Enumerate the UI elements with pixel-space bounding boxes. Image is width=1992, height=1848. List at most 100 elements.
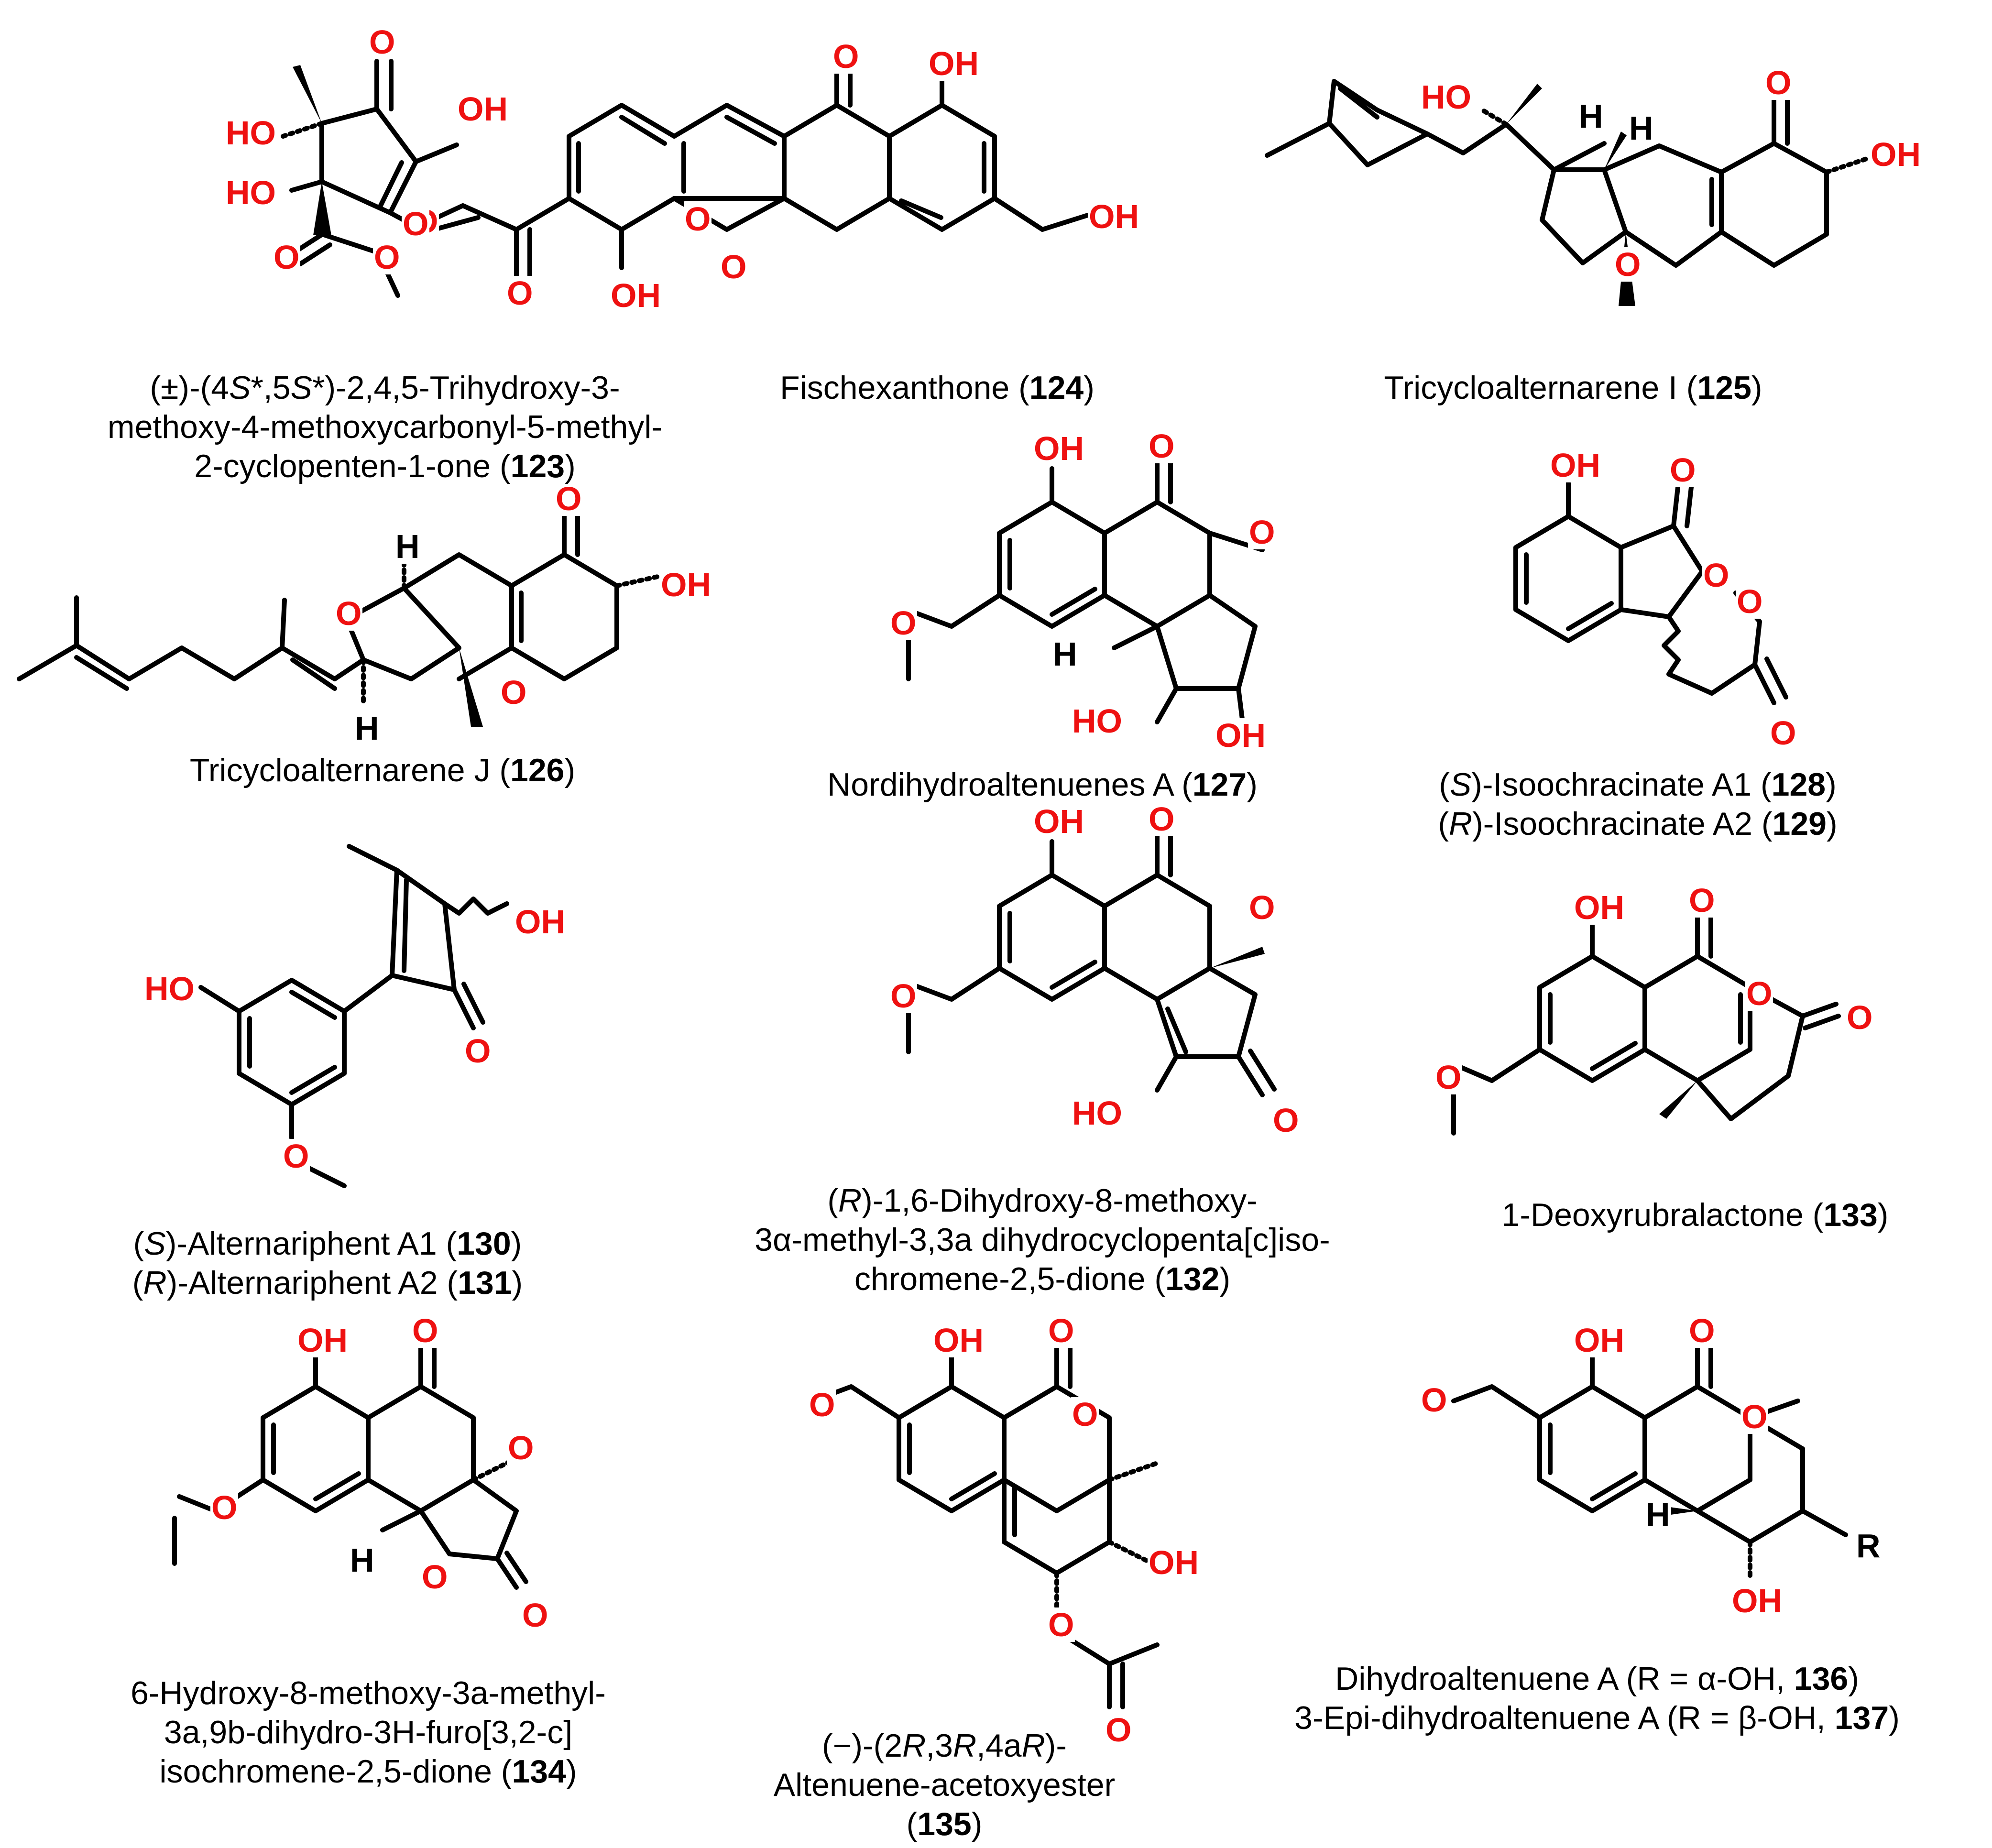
hydroxyl-label: OH [514,903,566,940]
hydroxyl-label: HO [225,114,277,152]
caption-124: Fischexanthone (124) [698,368,1176,407]
oxygen-atom-label: O [1420,1381,1448,1419]
oxygen-atom-label: O [1614,246,1642,283]
oxygen-atom-label: O [1764,64,1793,101]
hydroxyl-label: OH [610,277,662,314]
oxygen-atom-label: O [282,1137,310,1175]
structure-135 [810,1341,1160,1709]
oxygen-atom-label: O [500,674,528,711]
oxygen-atom-label: O [1272,1102,1300,1139]
oxygen-atom-label: O [1769,714,1797,752]
hydroxyl-label: OH [1731,1582,1783,1619]
hydroxyl-label: HO [143,970,196,1007]
oxygen-atom-label: O [720,248,748,285]
caption-line: Altenuene-acetoxyester [773,1767,1116,1803]
hydroxyl-label: OH [1549,447,1601,484]
caption-line: 1-Deoxyrubralactone (133) [1501,1197,1889,1233]
oxygen-atom-label: O [411,1312,439,1349]
oxygen-atom-label: O [521,1596,549,1634]
hydrogen-atom-label: H [1645,1496,1671,1533]
caption-line: Tricycloalternarene I (125) [1384,370,1762,406]
caption-135: (−)-(2R,3R,4aR)-Altenuene-acetoxyester(1… [669,1726,1219,1844]
oxygen-atom-label: O [889,977,918,1015]
hydrogen-atom-label: H [1052,635,1078,673]
caption-134: 6-Hydroxy-8-methoxy-3a-methyl-3a,9b-dihy… [53,1673,684,1791]
structure-128 [1513,481,1788,705]
oxygen-atom-label: O [368,23,396,61]
caption-line: 6-Hydroxy-8-methoxy-3a-methyl- [131,1675,606,1711]
oxygen-atom-label: O [808,1386,836,1423]
caption-125: Tricycloalternarene I (125) [1310,368,1836,407]
hydrogen-atom-label: H [354,710,380,747]
caption-123: (±)-(4S*,5S*)-2,4,5-Trihydroxy-3-methoxy… [67,368,703,486]
oxygen-atom-label: O [832,38,860,75]
caption-line: 3α-methyl-3,3a dihydrocyclopenta[c]iso- [755,1222,1330,1258]
oxygen-atom-label: O [210,1489,239,1526]
caption-line: (±)-(4S*,5S*)-2,4,5-Trihydroxy-3- [150,370,620,406]
oxygen-atom-label: O [1148,800,1176,838]
oxygen-atom-label: O [684,200,712,238]
oxygen-atom-label: O [507,1429,535,1466]
caption-127: Nordihydroaltenuenes A (127) [755,765,1329,804]
oxygen-atom-label: O [1148,427,1176,465]
oxygen-atom-label: O [1846,999,1874,1036]
caption-126: Tricycloalternarene J (126) [143,751,622,790]
oxygen-atom-label: O [1669,451,1697,489]
oxygen-atom-label: O [889,604,918,642]
oxygen-atom-label: O [1047,1312,1075,1349]
structure-127 [906,457,1265,729]
hydroxyl-label: OH [1870,136,1922,173]
oxygen-atom-label: O [1740,1398,1769,1435]
caption-line: (R)-Isoochracinate A2 (129) [1438,806,1838,842]
oxygen-atom-label: O [1047,1606,1075,1643]
caption-130-131: (S)-Alternariphent A1 (130)(R)-Alternari… [53,1224,602,1302]
hydroxyl-label: HO [1071,1094,1123,1132]
caption-line: Dihydroaltenuene A (R = α-OH, 136) [1335,1661,1859,1697]
caption-line: 3a,9b-dihydro-3H-furo[3,2-c] [164,1714,573,1750]
r-group-label: R [1855,1527,1882,1564]
oxygen-atom-label: O [1071,1396,1099,1433]
hydrogen-atom-label: H [394,528,421,565]
oxygen-atom-label: O [1736,583,1764,620]
structure-125 [1265,79,1872,306]
hydroxyl-label: OH [1148,1544,1200,1581]
hydrogen-atom-label: H [1578,98,1604,135]
oxygen-atom-label: O [555,480,583,517]
structure-124 [409,69,1090,289]
oxygen-atom-label: O [402,205,430,242]
caption-line: Fischexanthone (124) [780,370,1095,406]
caption-line: chromene-2,5-dione (132) [854,1261,1231,1297]
caption-128-129: (S)-Isoochracinate A1 (128)(R)-Isoochrac… [1363,765,1913,843]
oxygen-atom-label: O [1248,889,1276,926]
oxygen-atom-label: O [335,595,363,632]
oxygen-atom-label: O [1745,975,1773,1012]
caption-line: methoxy-4-methoxycarbonyl-5-methyl- [107,409,663,445]
oxygen-atom-label: O [506,274,534,312]
hydroxyl-label: OH [1033,803,1085,840]
hydroxyl-label: OH [457,90,509,128]
hydroxyl-label: OH [1088,198,1140,235]
oxygen-atom-label: O [1688,1312,1716,1349]
hydroxyl-label: OH [296,1322,349,1359]
hydroxyl-label: HO [1071,702,1123,740]
hydrogen-atom-label: H [1628,109,1654,147]
hydroxyl-label: OH [928,45,980,82]
oxygen-atom-label: O [1105,1711,1133,1749]
structure-132 [906,830,1277,1097]
oxygen-atom-label: O [273,239,301,276]
hydroxyl-label: OH [1573,1322,1625,1359]
hydroxyl-label: OH [1033,430,1085,467]
hydroxyl-label: HO [1420,78,1472,116]
structure-133 [1451,911,1841,1136]
hydroxyl-label: OH [1215,717,1267,754]
oxygen-atom-label: O [1688,882,1716,919]
caption-line: (R)-Alternariphent A2 (131) [132,1265,523,1301]
caption-line: Tricycloalternarene J (126) [189,752,576,788]
oxygen-atom-label: O [1248,514,1276,551]
oxygen-atom-label: O [1702,557,1730,594]
hydrogen-atom-label: H [349,1542,375,1579]
caption-line: 2-cyclopenten-1-one (123) [194,448,576,484]
oxygen-atom-label: O [1434,1059,1463,1096]
caption-136-137: Dihydroaltenuene A (R = α-OH, 136)3-Epi-… [1215,1659,1980,1738]
